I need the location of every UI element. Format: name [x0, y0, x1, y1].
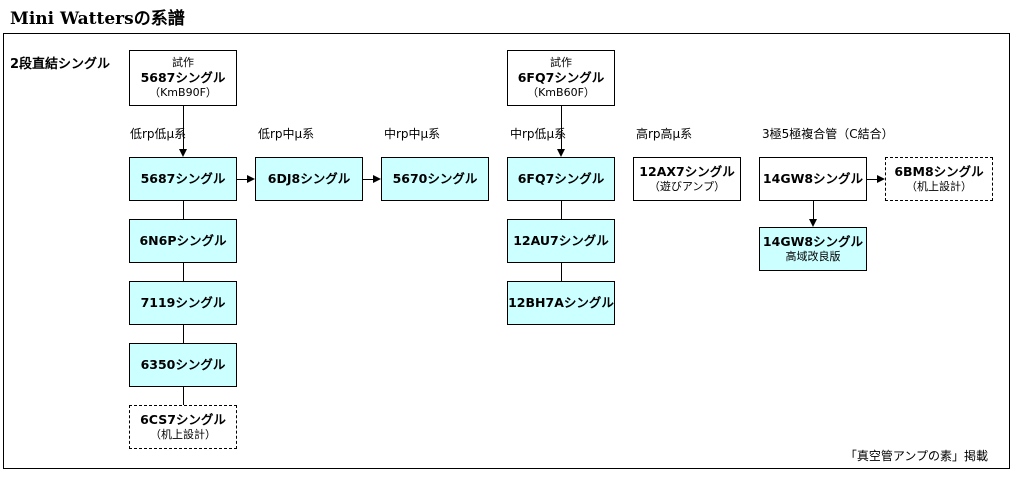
connector-line: [867, 179, 877, 180]
prototype-tag: 試作: [550, 56, 572, 70]
node-note: 高域改良版: [785, 249, 841, 263]
node-name: 14GW8シングル: [762, 171, 864, 187]
prototype-name: 5687シングル: [140, 70, 226, 86]
page-title: Mini Wattersの系譜: [10, 9, 185, 29]
category-label: 高rp高μ系: [636, 127, 693, 141]
arrow-down: [557, 149, 565, 157]
connector-line: [183, 106, 184, 150]
node-name: 12BH7Aシングル: [508, 295, 614, 311]
node-name: 6350シングル: [140, 357, 226, 373]
node-5687: 5687シングル: [129, 157, 237, 201]
node-5670: 5670シングル: [381, 157, 489, 201]
node-note: （机上設計）: [150, 427, 216, 441]
connector-line: [183, 387, 184, 405]
node-name: 5670シングル: [392, 171, 478, 187]
node-name: 6CS7シングル: [140, 412, 226, 428]
arrow-right: [247, 175, 255, 183]
arrow-right: [877, 175, 885, 183]
prototype-note: （KmB90F）: [149, 85, 217, 99]
prototype-note: （KmB60F）: [527, 85, 595, 99]
prototype-tag: 試作: [172, 56, 194, 70]
node-name: 12AU7シングル: [513, 233, 609, 249]
diagram-frame: [3, 33, 1010, 469]
connector-line: [561, 106, 562, 150]
node-14gw8-improved: 14GW8シングル 高域改良版: [759, 227, 867, 271]
footer-source-note: 「真空管アンプの素」掲載: [844, 449, 988, 463]
connector-line: [183, 201, 184, 219]
connector-line: [363, 179, 373, 180]
section-label: 2段直結シングル: [10, 57, 111, 72]
node-12bh7a: 12BH7Aシングル: [507, 281, 615, 325]
connector-line: [561, 201, 562, 219]
connector-line: [237, 179, 247, 180]
prototype-box-5687: 試作 5687シングル （KmB90F）: [129, 50, 237, 106]
node-6n6p: 6N6Pシングル: [129, 219, 237, 263]
arrow-down: [179, 149, 187, 157]
node-name: 5687シングル: [140, 171, 226, 187]
category-label: 低rp低μ系: [130, 127, 187, 141]
node-note: （遊びアンプ）: [648, 179, 726, 193]
node-note: （机上設計）: [906, 179, 972, 193]
node-name: 6DJ8シングル: [267, 171, 351, 187]
prototype-box-6fq7: 試作 6FQ7シングル （KmB60F）: [507, 50, 615, 106]
node-6bm8: 6BM8シングル （机上設計）: [885, 157, 993, 201]
connector-line: [183, 325, 184, 343]
node-14gw8: 14GW8シングル: [759, 157, 867, 201]
node-6dj8: 6DJ8シングル: [255, 157, 363, 201]
node-name: 6BM8シングル: [894, 164, 984, 180]
category-label: 中rp中μ系: [384, 127, 441, 141]
connector-line: [561, 263, 562, 281]
prototype-name: 6FQ7シングル: [517, 70, 605, 86]
category-label: 低rp中μ系: [258, 127, 315, 141]
node-6350: 6350シングル: [129, 343, 237, 387]
connector-line: [813, 201, 814, 220]
node-6fq7: 6FQ7シングル: [507, 157, 615, 201]
category-label: 中rp低μ系: [510, 127, 567, 141]
arrow-right: [373, 175, 381, 183]
node-12ax7: 12AX7シングル （遊びアンプ）: [633, 157, 741, 201]
node-name: 6N6Pシングル: [139, 233, 227, 249]
node-12au7: 12AU7シングル: [507, 219, 615, 263]
node-name: 7119シングル: [140, 295, 226, 311]
node-name: 14GW8シングル: [762, 234, 864, 250]
arrow-down: [809, 219, 817, 227]
node-7119: 7119シングル: [129, 281, 237, 325]
category-label: 3極5極複合管（C結合）: [762, 127, 894, 141]
node-name: 6FQ7シングル: [517, 171, 605, 187]
node-6cs7: 6CS7シングル （机上設計）: [129, 405, 237, 449]
connector-line: [183, 263, 184, 281]
node-name: 12AX7シングル: [639, 164, 735, 180]
